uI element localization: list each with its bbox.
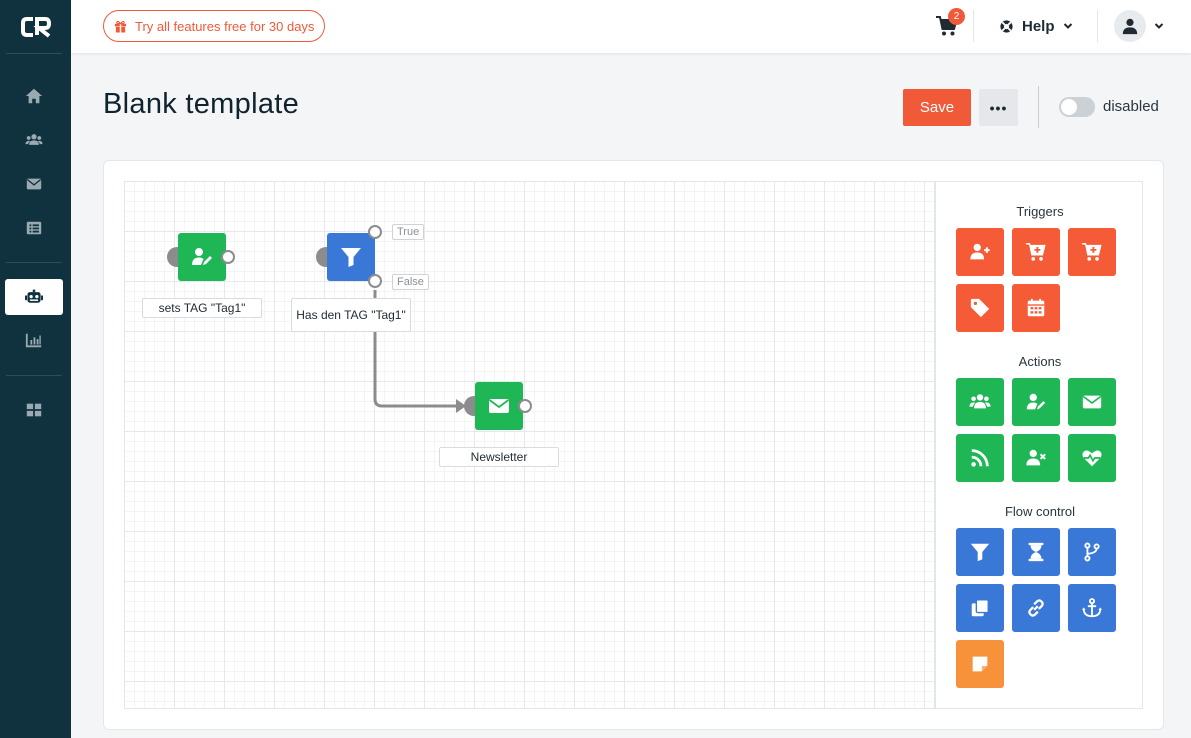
flow-node-set-tag[interactable] xyxy=(178,233,226,281)
trial-banner-button[interactable]: Try all features free for 30 days xyxy=(103,10,326,42)
sidebar-item-forms[interactable] xyxy=(5,210,63,246)
flow-split[interactable] xyxy=(1068,528,1116,576)
toggle-status-label: disabled xyxy=(1103,98,1159,115)
calendar-icon xyxy=(1027,298,1045,317)
sidebar-divider xyxy=(6,53,62,54)
enable-toggle[interactable] xyxy=(1059,97,1095,117)
flow-node-condition[interactable] xyxy=(327,233,375,281)
link-icon xyxy=(1028,599,1044,617)
gift-icon xyxy=(114,20,127,33)
cart-count-badge: 2 xyxy=(948,8,965,25)
sidebar-divider xyxy=(6,262,62,263)
sidebar xyxy=(0,0,71,738)
heartbeat-icon xyxy=(1082,450,1102,467)
user-icon xyxy=(1122,18,1138,35)
trigger-cart-add[interactable] xyxy=(1012,228,1060,276)
trigger-user-added[interactable] xyxy=(956,228,1004,276)
flow-canvas[interactable] xyxy=(124,181,935,709)
users-icon xyxy=(25,134,43,145)
grid-icon xyxy=(26,403,42,417)
flow-copy[interactable] xyxy=(956,584,1004,632)
flow-link[interactable] xyxy=(1012,584,1060,632)
hourglass-icon xyxy=(1028,542,1044,562)
sidebar-item-email[interactable] xyxy=(5,166,63,202)
toggle-knob xyxy=(1061,99,1077,115)
logo[interactable] xyxy=(0,0,71,53)
action-remove-contact[interactable] xyxy=(1012,434,1060,482)
branch-icon xyxy=(1084,542,1100,562)
topbar-divider xyxy=(1097,10,1098,42)
avatar xyxy=(1114,10,1146,42)
filter-icon xyxy=(970,543,990,562)
action-rss[interactable] xyxy=(956,434,1004,482)
chevron-down-icon xyxy=(1063,23,1072,29)
true-branch-tag: True xyxy=(392,224,425,240)
false-branch-tag: False xyxy=(392,274,429,290)
sidebar-item-apps[interactable] xyxy=(5,392,63,428)
help-label: Help xyxy=(1022,17,1055,35)
user-times-icon xyxy=(1026,449,1046,466)
sidebar-divider xyxy=(6,375,62,376)
chevron-down-icon xyxy=(1154,23,1164,29)
anchor-icon xyxy=(1081,598,1103,618)
action-edit-contact[interactable] xyxy=(1012,378,1060,426)
trigger-tag[interactable] xyxy=(956,284,1004,332)
trial-banner-label: Try all features free for 30 days xyxy=(135,18,315,34)
save-button[interactable]: Save xyxy=(903,89,971,126)
user-edit-icon xyxy=(192,248,212,265)
flow-node-label: Newsletter xyxy=(439,447,559,467)
node-output-port[interactable] xyxy=(221,250,235,264)
user-menu[interactable] xyxy=(1114,10,1164,42)
copy-icon xyxy=(971,599,989,617)
flow-note[interactable] xyxy=(956,640,1004,688)
robot-icon xyxy=(25,289,43,303)
topbar: Try all features free for 30 days 2 Help xyxy=(71,0,1191,53)
flow-wait[interactable] xyxy=(1012,528,1060,576)
logo-icon xyxy=(20,16,51,38)
cart-plus-icon xyxy=(1081,243,1102,261)
envelope-icon xyxy=(1082,395,1102,409)
note-icon xyxy=(972,656,988,672)
users-icon xyxy=(969,394,991,409)
action-send-email[interactable] xyxy=(1068,378,1116,426)
trigger-cart-purchase[interactable] xyxy=(1068,228,1116,276)
sidebar-item-reports[interactable] xyxy=(5,322,63,358)
flow-node-label: sets TAG "Tag1" xyxy=(142,298,262,318)
action-health[interactable] xyxy=(1068,434,1116,482)
node-output-port[interactable] xyxy=(518,399,532,413)
flow-filter[interactable] xyxy=(956,528,1004,576)
filter-icon xyxy=(341,248,361,267)
palette-section-actions: Actions xyxy=(1018,354,1062,369)
topbar-divider xyxy=(973,10,974,42)
action-group[interactable] xyxy=(956,378,1004,426)
header-divider xyxy=(1038,86,1039,128)
node-output-port-true[interactable] xyxy=(368,225,382,239)
trigger-date[interactable] xyxy=(1012,284,1060,332)
list-icon xyxy=(26,221,42,235)
envelope-icon xyxy=(488,399,510,413)
page-title: Blank template xyxy=(103,88,300,120)
more-options-button[interactable]: ••• xyxy=(979,89,1018,126)
rss-icon xyxy=(971,449,989,467)
sidebar-item-home[interactable] xyxy=(5,78,63,114)
tag-icon xyxy=(970,298,990,318)
sidebar-item-contacts[interactable] xyxy=(5,122,63,158)
sidebar-item-automation[interactable] xyxy=(5,279,63,315)
help-menu[interactable]: Help xyxy=(999,15,1073,37)
flow-anchor[interactable] xyxy=(1068,584,1116,632)
palette-section-triggers: Triggers xyxy=(1016,204,1064,219)
palette-section-flow-control: Flow control xyxy=(1004,504,1076,519)
user-edit-icon xyxy=(1026,393,1046,410)
flow-node-newsletter[interactable] xyxy=(475,382,523,430)
envelope-icon xyxy=(26,178,42,190)
lifebuoy-icon xyxy=(1000,19,1013,33)
cart-plus-icon xyxy=(1025,243,1046,261)
node-output-port-false[interactable] xyxy=(368,274,382,288)
flow-node-label: Has den TAG "Tag1" xyxy=(291,298,411,332)
user-plus-icon xyxy=(970,243,990,260)
home-icon xyxy=(25,88,43,104)
bar-chart-icon xyxy=(25,333,42,348)
